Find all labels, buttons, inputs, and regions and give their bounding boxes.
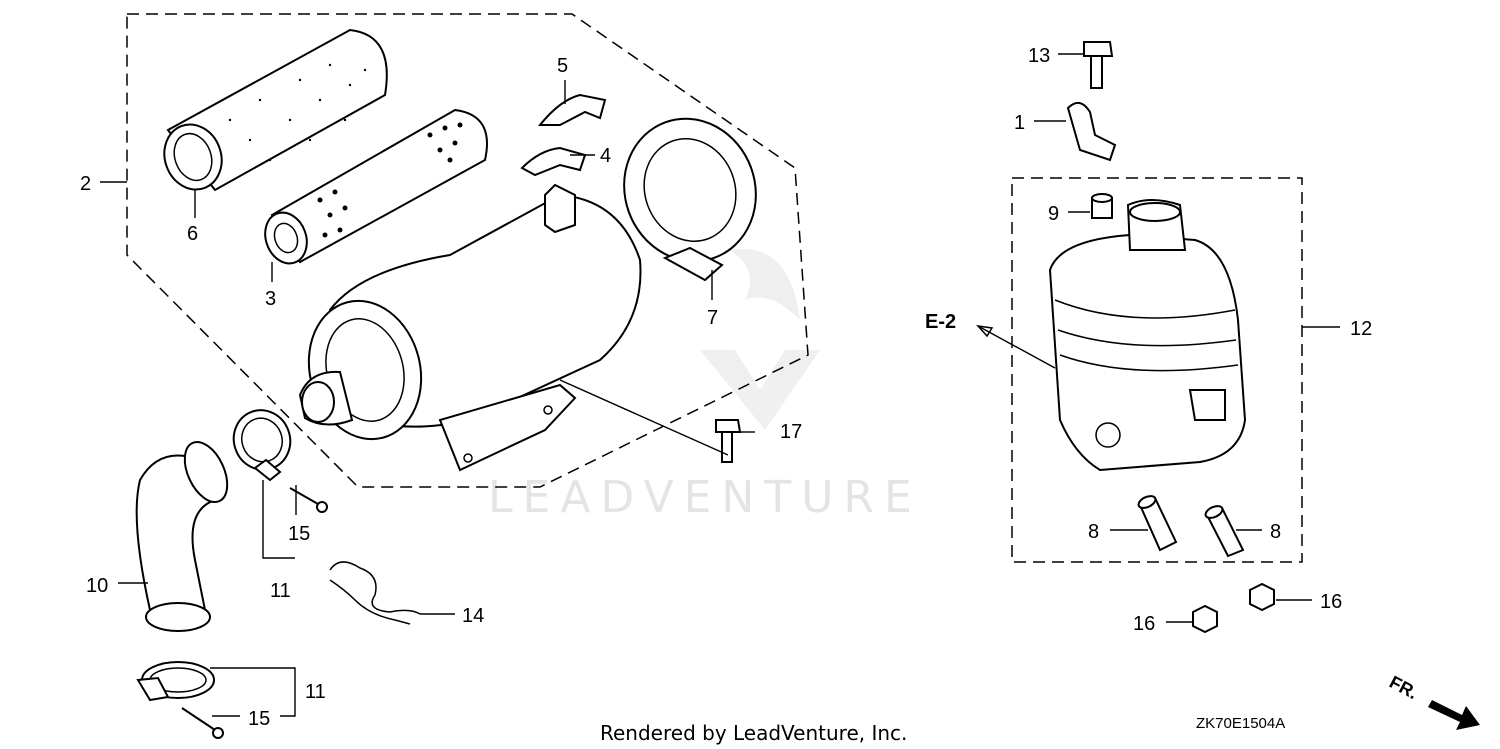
reference-e2: E-2: [925, 311, 956, 333]
clip-lower: [520, 146, 587, 177]
callout-3: 3: [265, 288, 276, 310]
callout-16-left: 16: [1133, 613, 1155, 635]
callout-8-left: 8: [1088, 521, 1099, 543]
air-cleaner-assembly-boundary: [126, 13, 809, 488]
inner-filter-element: [264, 108, 488, 265]
callout-13: 13: [1028, 45, 1050, 67]
air-cleaner-case: [298, 183, 642, 472]
callout-1: 1: [1014, 112, 1025, 134]
bolt-13: [1083, 41, 1114, 89]
callout-9: 9: [1048, 203, 1059, 225]
callout-15-upper: 15: [288, 523, 310, 545]
callout-6: 6: [187, 223, 198, 245]
clip-upper: [537, 93, 607, 126]
cap: [1091, 193, 1113, 219]
tank-case: [1048, 199, 1247, 472]
upper-tube-clamp: [232, 409, 292, 482]
tank-assembly-boundary: [1011, 177, 1303, 563]
callout-11-lower: 11: [305, 681, 326, 703]
footer-credit: Rendered by LeadVenture, Inc.: [600, 721, 907, 745]
screw-upper: [289, 487, 328, 513]
lower-tube-clamp: [136, 661, 215, 702]
callout-15-lower: 15: [248, 708, 270, 730]
nut-upper: [1249, 582, 1275, 612]
air-cleaner-cover: [623, 117, 757, 282]
callout-4: 4: [600, 145, 611, 167]
front-direction-label: FR.: [1386, 672, 1421, 703]
nut-lower: [1192, 604, 1218, 634]
outer-filter-element: [163, 28, 388, 192]
intake-tube: [135, 441, 229, 632]
callout-8-right: 8: [1270, 521, 1281, 543]
callout-10: 10: [86, 575, 108, 597]
watermark-text: LEADVENTURE: [488, 472, 922, 523]
callout-17: 17: [780, 421, 802, 443]
bolt-17: [715, 419, 742, 463]
wire-clip: [329, 561, 421, 625]
callout-14: 14: [462, 605, 484, 627]
leader-lines: [100, 53, 1340, 717]
callout-7: 7: [707, 307, 718, 329]
watermark-logo-icon: [700, 248, 820, 430]
short-tube-right: [1204, 505, 1245, 558]
bracket: [1066, 101, 1117, 162]
callout-12: 12: [1350, 318, 1372, 340]
callout-16-right: 16: [1320, 591, 1342, 613]
callout-11-upper: 11: [270, 580, 291, 602]
short-tube-left: [1137, 495, 1178, 552]
diagram-code: ZK70E1504A: [1196, 715, 1285, 732]
front-direction-arrow-icon: FR.: [1386, 672, 1480, 730]
callout-5: 5: [557, 55, 568, 77]
screw-lower: [181, 707, 224, 739]
callout-2: 2: [80, 173, 91, 195]
